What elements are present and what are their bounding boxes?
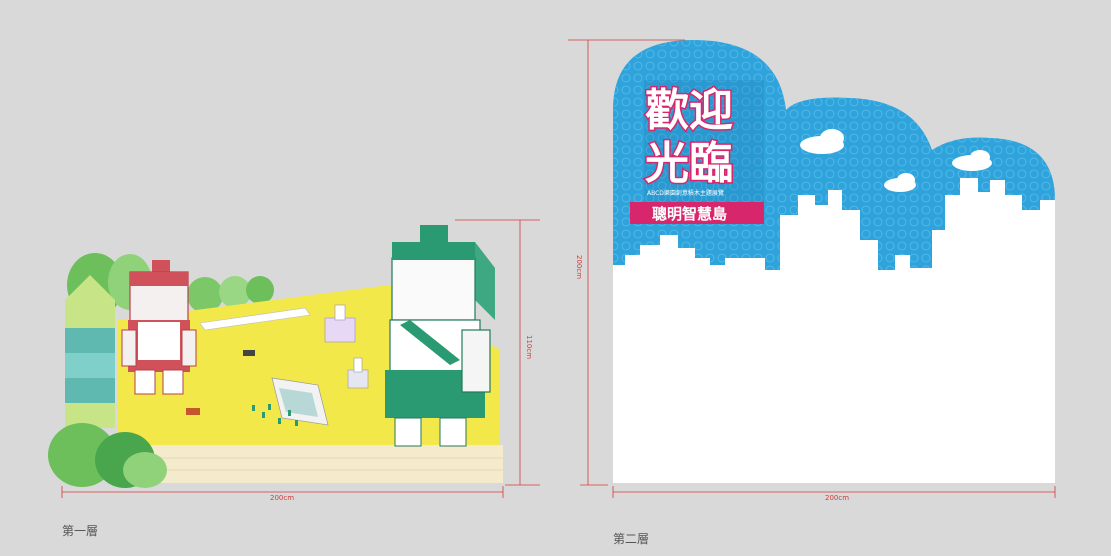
headline-visit: 光臨 bbox=[645, 138, 733, 189]
right-height-dimension-line bbox=[568, 39, 685, 486]
second-layer-caption: 第二層 bbox=[613, 532, 650, 546]
left-height-label: 110cm bbox=[525, 335, 533, 360]
first-layer-panel: 200cm 110cm 第一層 bbox=[48, 219, 540, 538]
lamp-pedestal bbox=[324, 304, 356, 343]
screen-block bbox=[271, 377, 329, 426]
left-width-label: 200cm bbox=[270, 494, 295, 502]
height-dimension-line bbox=[455, 219, 540, 486]
right-height-label: 200cm bbox=[575, 255, 583, 280]
red-robot bbox=[121, 260, 197, 395]
second-layer-artwork: 歡迎 光臨 ABCD樂園創意積木主題展覽 聰明智慧島 bbox=[568, 39, 1056, 498]
pencil-tree bbox=[65, 275, 115, 428]
right-width-dimension-line bbox=[612, 486, 1056, 498]
brick-floor bbox=[118, 445, 503, 483]
tiny-figures bbox=[252, 404, 298, 426]
front-bushes bbox=[48, 423, 167, 488]
banner-background bbox=[630, 202, 764, 224]
first-layer-caption: 第一層 bbox=[62, 524, 99, 538]
small-tower bbox=[347, 357, 369, 389]
width-dimension-line bbox=[61, 486, 504, 498]
right-width-label: 200cm bbox=[825, 494, 850, 502]
green-robot bbox=[385, 225, 495, 447]
first-layer-artwork bbox=[48, 219, 540, 498]
orange-brick bbox=[186, 408, 200, 415]
headline-welcome: 歡迎 bbox=[645, 85, 733, 136]
banner-text: 聰明智慧島 bbox=[652, 205, 727, 223]
tagline-text: ABCD樂園創意積木主題展覽 bbox=[647, 189, 724, 197]
rail-block bbox=[199, 307, 311, 331]
dark-brick bbox=[243, 350, 255, 356]
cloud bbox=[800, 129, 992, 192]
white-skyline bbox=[613, 178, 1055, 483]
second-layer-panel: 歡迎 光臨 ABCD樂園創意積木主題展覽 聰明智慧島 200cm 200cm 第… bbox=[560, 0, 1111, 556]
